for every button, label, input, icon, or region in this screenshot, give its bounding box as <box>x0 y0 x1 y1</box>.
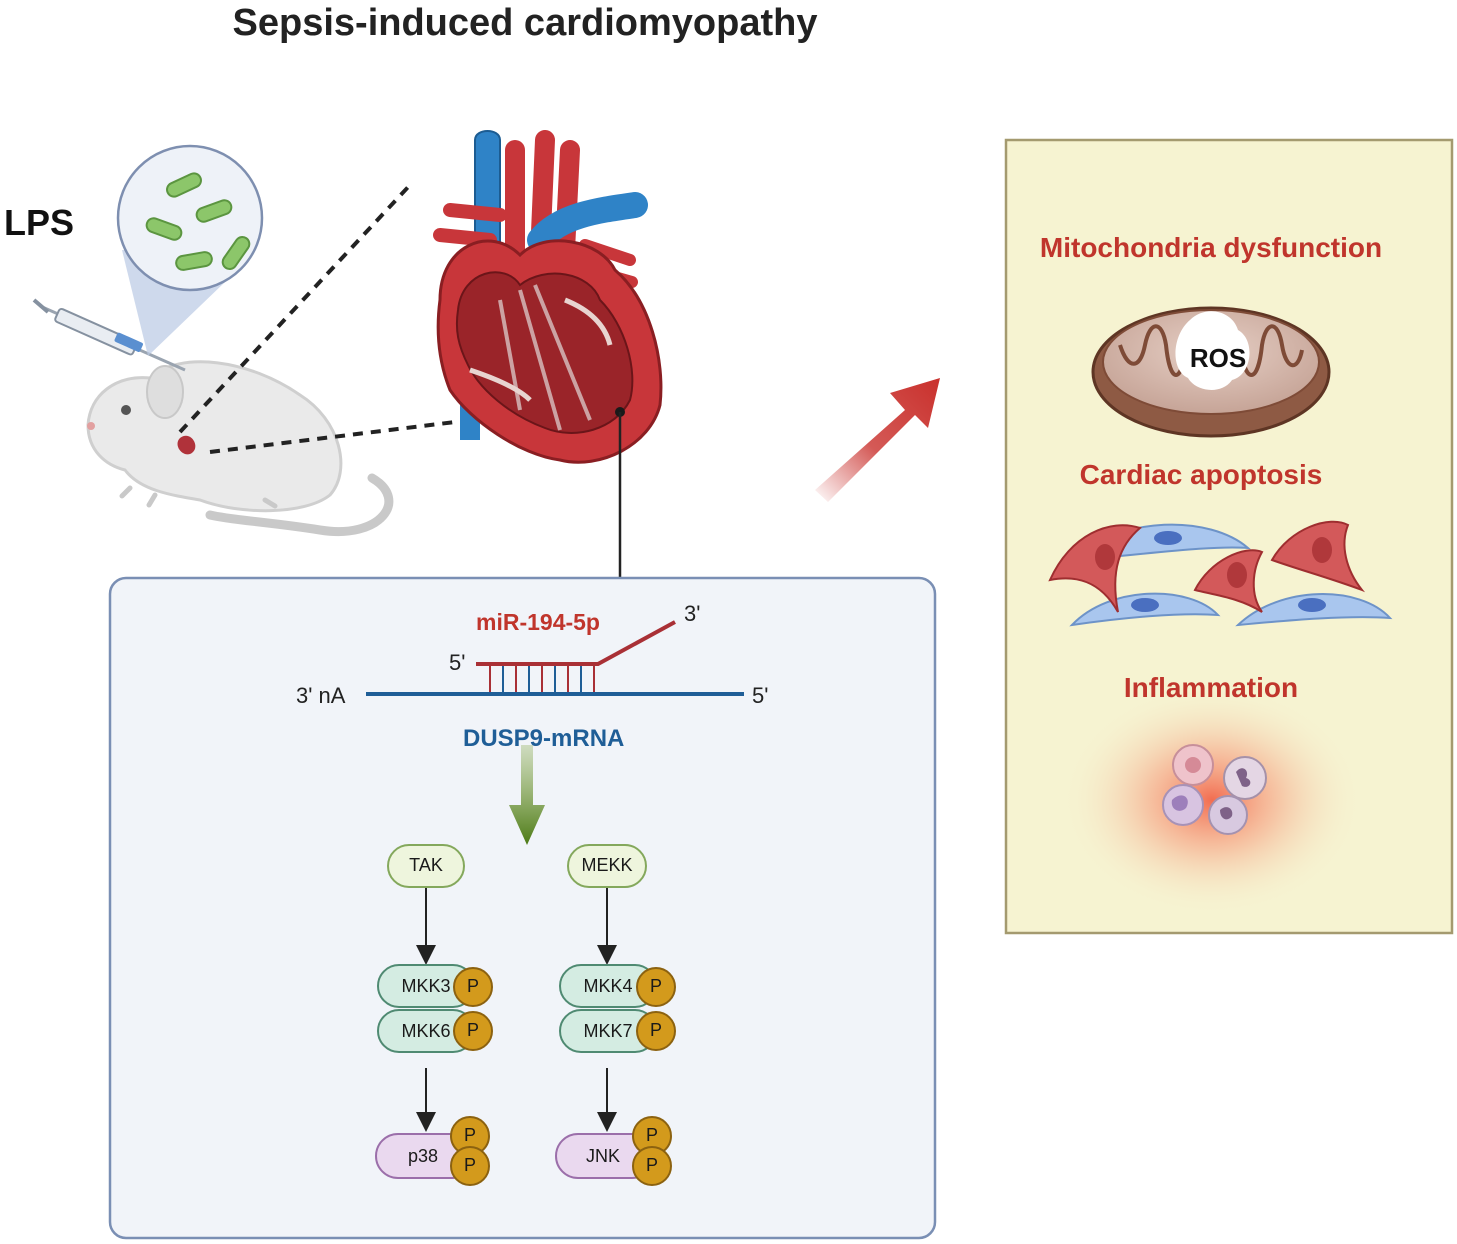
mitochondrion-icon <box>1091 306 1331 438</box>
mrna-left-end: 3' nA <box>296 683 346 708</box>
phospho-label: P <box>649 976 662 996</box>
mekk-node-shape <box>567 844 647 888</box>
p38-label: p38 <box>407 1146 439 1166</box>
phospho-circles <box>450 967 676 1186</box>
mrna-right-end: 5' <box>752 683 769 708</box>
mirna-three-prime: 3' <box>684 601 701 626</box>
mirna-five-prime: 5' <box>449 650 466 675</box>
ros-label: ROS <box>1189 343 1247 373</box>
phospho-label: P <box>463 1155 476 1175</box>
mkk7-label: MKK7 <box>583 1021 633 1041</box>
phospho-label: P <box>645 1155 658 1175</box>
mrna-name: DUSP9-mRNA <box>463 725 625 752</box>
phospho-label: P <box>466 1020 479 1040</box>
phospho-label: P <box>649 1020 662 1040</box>
syringe-icon <box>32 298 186 372</box>
dashed-connector-upper <box>178 183 412 434</box>
bacteria-circle <box>116 144 264 292</box>
mekk-label: MEKK <box>581 855 633 875</box>
phospho-label: P <box>645 1125 658 1145</box>
mouse-illustration <box>86 360 394 536</box>
mirna-name: miR-194-5p <box>476 609 600 635</box>
mkk6-label: MKK6 <box>401 1021 451 1041</box>
jnk-label: JNK <box>585 1146 620 1166</box>
tak-label: TAK <box>409 855 443 875</box>
phospho-label: P <box>463 1125 476 1145</box>
page-title: Sepsis-induced cardiomyopathy <box>232 2 818 44</box>
cardiac-apoptosis-label: Cardiac apoptosis <box>1079 459 1323 490</box>
mkk4-label: MKK4 <box>583 976 633 996</box>
phospho-label: P <box>466 976 479 996</box>
big-red-arrow <box>815 378 940 502</box>
mechanism-panel <box>108 576 937 1240</box>
heart-illustration <box>433 130 663 464</box>
tak-node-shape <box>387 844 465 888</box>
inflammation-illustration <box>1062 685 1362 915</box>
mitochondria-dysfunction-label: Mitochondria dysfunction <box>1039 232 1383 263</box>
mkk3-label: MKK3 <box>401 976 451 996</box>
mirna-strand <box>476 620 676 666</box>
lps-label: LPS <box>4 202 75 243</box>
cardiac-cells-illustration <box>1048 520 1393 627</box>
dashed-connector-lower <box>209 420 456 454</box>
base-pairing <box>489 666 595 692</box>
green-inhibition-arrow <box>509 745 545 845</box>
inflammation-label: Inflammation <box>1123 672 1299 703</box>
